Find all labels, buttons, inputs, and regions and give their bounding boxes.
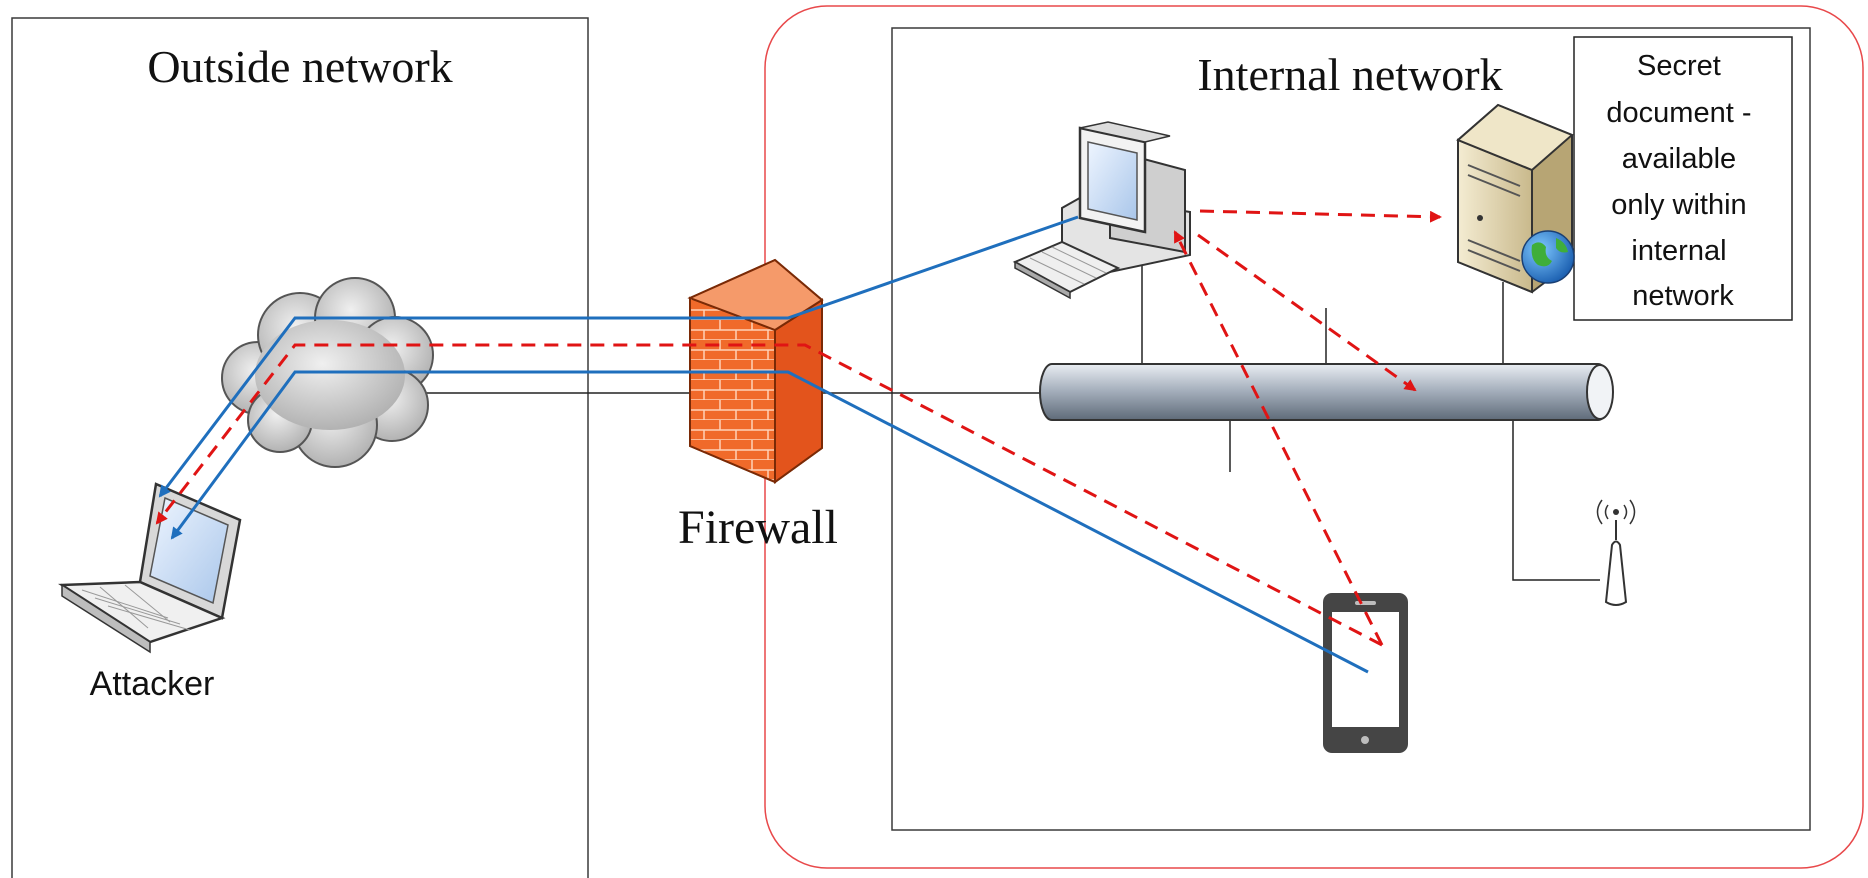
svg-text:Secret document -: Secret document - available only within … bbox=[1606, 50, 1759, 312]
secret-note-line-2: document - bbox=[1606, 97, 1751, 129]
secret-note-line-3: available bbox=[1622, 143, 1736, 175]
attacker-label: Attacker bbox=[90, 665, 215, 703]
red-path-tablet-to-workstation bbox=[1173, 230, 1384, 646]
red-path-workstation-to-server bbox=[1199, 209, 1442, 223]
secret-note-line-1: Secret bbox=[1637, 50, 1721, 82]
solid-flow-lines bbox=[158, 215, 1369, 674]
outside-network-box bbox=[11, 17, 589, 878]
laptop-icon bbox=[58, 482, 242, 654]
secret-note-line-5: internal bbox=[1631, 235, 1726, 267]
outside-network-title: Outside network bbox=[147, 41, 452, 92]
internal-network-title: Internal network bbox=[1197, 49, 1502, 100]
desktop-computer-icon bbox=[1012, 121, 1191, 300]
blue-path-to-tablet bbox=[170, 370, 1369, 674]
secret-note-line-4: only within bbox=[1611, 189, 1746, 221]
network-bus-icon bbox=[1039, 363, 1614, 421]
globe-icon bbox=[1521, 230, 1575, 284]
red-path-exfiltration bbox=[155, 343, 1383, 647]
wireless-access-point-icon bbox=[1596, 499, 1636, 606]
tablet-icon bbox=[1323, 593, 1408, 753]
secret-note-line-6: network bbox=[1632, 280, 1734, 312]
blue-path-to-workstation bbox=[158, 215, 1079, 498]
internal-network-box bbox=[891, 27, 1811, 831]
dashed-flow-lines bbox=[155, 209, 1442, 647]
secret-document-note: Secret document - available only within … bbox=[1573, 36, 1793, 321]
firewall-label: Firewall bbox=[678, 501, 838, 554]
network-wiring bbox=[310, 265, 1600, 581]
